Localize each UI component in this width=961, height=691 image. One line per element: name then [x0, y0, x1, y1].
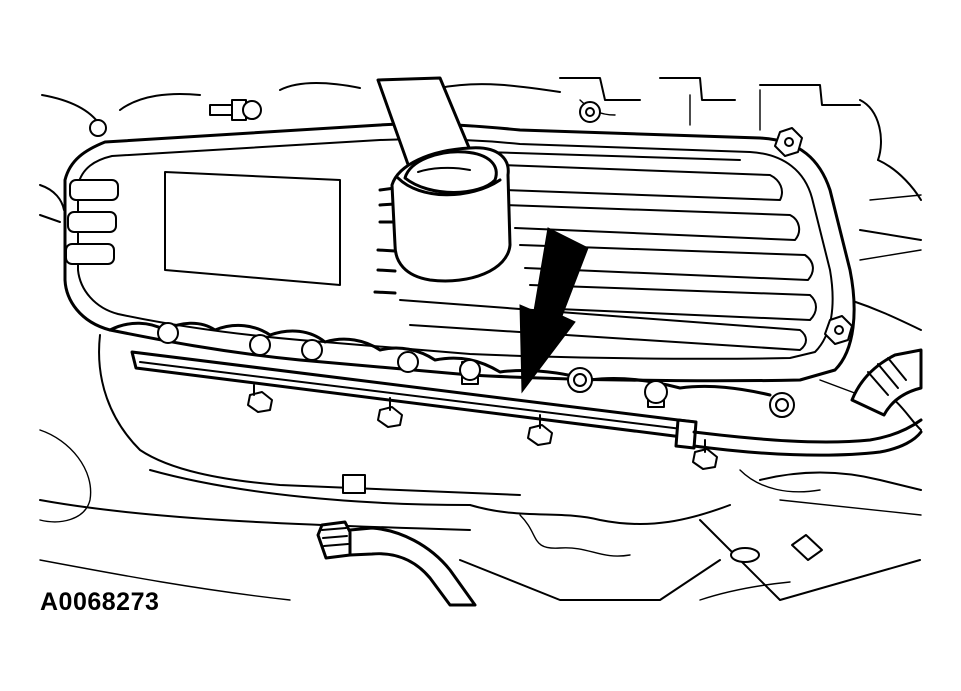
lower-fitting — [316, 520, 477, 607]
lower-bolts — [247, 384, 718, 494]
figure-id-label: A0068273 — [40, 588, 160, 616]
engine-background-lines — [39, 77, 922, 601]
seal-strip — [130, 350, 923, 457]
stud-1 — [459, 359, 481, 385]
stud-2 — [644, 380, 668, 408]
gasket-flange — [108, 321, 772, 408]
upper-left-stud — [89, 99, 262, 137]
right-hose — [850, 348, 923, 417]
arrow-down-left-icon — [519, 227, 589, 394]
cover-bolts — [579, 101, 853, 418]
lower-right-fitting — [699, 534, 823, 601]
tool-extension — [376, 76, 512, 283]
